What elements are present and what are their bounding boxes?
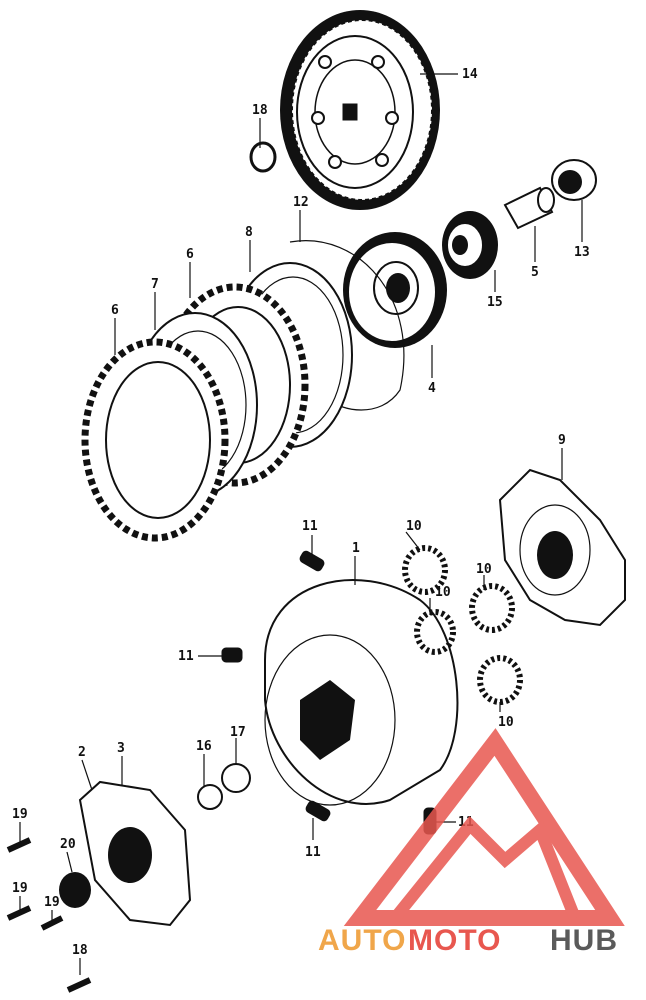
callout-4: 4 bbox=[428, 381, 436, 396]
part-19-screw-a bbox=[6, 837, 32, 853]
callout-2: 2 bbox=[78, 745, 86, 760]
part-9-lifter-plate bbox=[498, 468, 626, 627]
callout-9: 9 bbox=[558, 433, 566, 448]
part-11-bolt-a bbox=[299, 550, 325, 572]
callout-10-d: 10 bbox=[498, 715, 514, 730]
callout-11-bottom: 11 bbox=[305, 845, 321, 860]
callout-19-a: 19 bbox=[12, 807, 28, 822]
callout-14: 14 bbox=[462, 67, 478, 82]
part-6-friction-disc-left bbox=[81, 338, 229, 542]
callout-10-c: 10 bbox=[476, 562, 492, 577]
part-3-pump-cover bbox=[78, 780, 192, 927]
part-11-bolt-b bbox=[221, 647, 243, 663]
callout-10-a: 10 bbox=[406, 519, 422, 534]
callout-1: 1 bbox=[352, 541, 360, 556]
part-20-seal bbox=[59, 872, 91, 908]
callout-19-b: 19 bbox=[12, 881, 28, 896]
part-19-screw-c bbox=[40, 915, 64, 931]
callout-12: 12 bbox=[293, 195, 309, 210]
part-10-spring-a bbox=[402, 545, 448, 595]
part-11-bolt-c bbox=[305, 800, 331, 822]
part-19-screw-b bbox=[6, 905, 32, 921]
part-16-nut bbox=[197, 784, 223, 810]
watermark-logo bbox=[343, 728, 625, 926]
part-10-spring-b bbox=[469, 583, 515, 633]
callout-3: 3 bbox=[117, 741, 125, 756]
callout-13: 13 bbox=[574, 245, 590, 260]
part-4-clutch-center bbox=[343, 232, 447, 348]
part-10-spring-c bbox=[414, 609, 456, 655]
part-18-screw bbox=[66, 977, 92, 993]
part-18-circlip bbox=[249, 141, 277, 173]
part-12-snap-ring bbox=[289, 240, 405, 411]
callout-15: 15 bbox=[487, 295, 503, 310]
callout-18-bottom: 18 bbox=[72, 943, 88, 958]
callout-18-top: 18 bbox=[252, 103, 268, 118]
part-13-collar bbox=[551, 159, 597, 201]
watermark-part3: HUB bbox=[550, 924, 618, 957]
watermark-part1: AUTO bbox=[318, 924, 406, 957]
callout-10-b: 10 bbox=[435, 585, 451, 600]
part-1-clutch-outer bbox=[264, 579, 459, 806]
callout-7: 7 bbox=[151, 277, 159, 292]
callout-11-top: 11 bbox=[302, 519, 318, 534]
part-17-washer bbox=[221, 763, 251, 793]
part-5-bearing bbox=[503, 186, 555, 230]
leader-lines bbox=[19, 73, 583, 975]
part-10-spring-d bbox=[477, 655, 523, 705]
callout-labels: 14 18 13 5 15 12 8 6 7 6 4 9 1 11 10 10 … bbox=[12, 67, 590, 958]
part-15-gear bbox=[442, 211, 498, 279]
callout-16: 16 bbox=[196, 739, 212, 754]
callout-11-left: 11 bbox=[178, 649, 194, 664]
watermark-text: AUTO MOTO HUB bbox=[318, 924, 618, 957]
callout-5: 5 bbox=[531, 265, 539, 280]
callout-19-c: 19 bbox=[44, 895, 60, 910]
callout-20: 20 bbox=[60, 837, 76, 852]
callout-8: 8 bbox=[245, 225, 253, 240]
callout-6-left: 6 bbox=[111, 303, 119, 318]
part-14-driven-gear bbox=[280, 10, 440, 210]
callout-6-right: 6 bbox=[186, 247, 194, 262]
callout-17: 17 bbox=[230, 725, 246, 740]
watermark-part2: MOTO bbox=[408, 924, 501, 957]
